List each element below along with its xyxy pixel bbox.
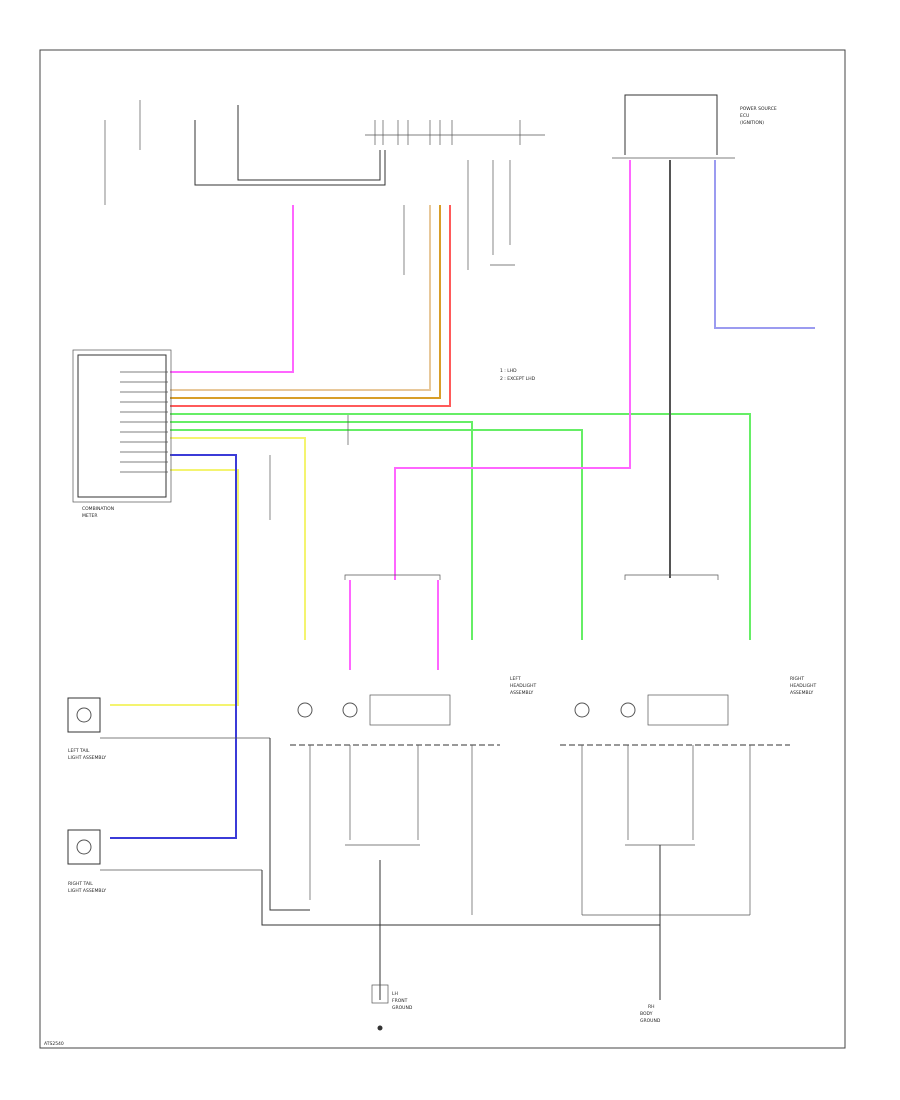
ground-left-label-3: GROUND [392, 1005, 413, 1011]
diagram-frame [39, 49, 846, 1049]
combination-meter-label-2: METER [82, 513, 97, 519]
left-bulb-1 [297, 702, 313, 718]
left-headlight-assembly: LEFT HEADLIGHT ASSEMBLY [290, 574, 536, 915]
wire-violet [714, 160, 815, 329]
right-tail-label-2: LIGHT ASSEMBLY [68, 888, 106, 894]
power-source-ecu-label-3: (IGNITION) [740, 120, 764, 126]
ground-right-label-3: GROUND [640, 1018, 661, 1024]
left-bulb-2 [342, 702, 358, 718]
wire-green-2 [170, 421, 473, 640]
right-bulb-1 [574, 702, 590, 718]
left-headlight-label-3: ASSEMBLY [510, 690, 534, 696]
wire-green-1 [170, 413, 751, 640]
left-tail-label-1: LEFT TAIL [68, 748, 90, 754]
right-headlight-label-2: HEADLIGHT [790, 683, 816, 689]
right-bulb-2 [620, 702, 636, 718]
power-source-ecu-label-2: ECU [740, 113, 749, 119]
power-source-ecu: POWER SOURCE ECU (IGNITION) [612, 94, 777, 159]
ground-left-label-1: LH [392, 991, 398, 997]
left-headlight-label-1: LEFT [510, 676, 521, 682]
left-tail-light: LEFT TAIL LIGHT ASSEMBLY [67, 697, 270, 761]
legend: 1 : LHD 2 : EXCEPT LHD [500, 368, 536, 382]
right-headlight-assembly: RIGHT HEADLIGHT ASSEMBLY [560, 574, 816, 916]
wires [110, 160, 815, 839]
right-tail-label-1: RIGHT TAIL [68, 881, 93, 887]
ground-right-label-2: BODY [640, 1011, 653, 1017]
wire-pink-meter [170, 205, 294, 373]
combination-meter: COMBINATION METER [72, 349, 172, 519]
connector-stubs [269, 160, 515, 520]
wire-yellow-headlight [170, 437, 306, 640]
right-tail-light: RIGHT TAIL LIGHT ASSEMBLY [67, 829, 262, 894]
ground-right-label-1: RH [648, 1004, 655, 1010]
left-tail-label-2: LIGHT ASSEMBLY [68, 755, 106, 761]
wire-yellow-tail [110, 469, 239, 706]
legend-line-2: 2 : EXCEPT LHD [500, 376, 536, 382]
wire-blue-tail [110, 454, 237, 839]
ground-return [261, 738, 661, 1000]
wire-tan [170, 205, 431, 391]
right-headlight-label-1: RIGHT [790, 676, 804, 682]
ground-left-label-2: FRONT [392, 998, 408, 1004]
left-headlight-label-2: HEADLIGHT [510, 683, 536, 689]
ground-left: LH FRONT GROUND [371, 984, 413, 1031]
ground-right: RH BODY GROUND [640, 1004, 661, 1024]
combination-meter-label-1: COMBINATION [82, 506, 114, 512]
footer-code: ATS2540 [44, 1041, 64, 1047]
wire-red [170, 205, 451, 407]
wire-pink-headlight [394, 160, 631, 580]
top-left-components [104, 100, 545, 205]
power-source-ecu-label-1: POWER SOURCE [740, 106, 777, 112]
legend-line-1: 1 : LHD [500, 368, 517, 374]
wire-green-3 [170, 429, 583, 640]
wire-orange [170, 205, 441, 399]
right-headlight-label-3: ASSEMBLY [790, 690, 814, 696]
